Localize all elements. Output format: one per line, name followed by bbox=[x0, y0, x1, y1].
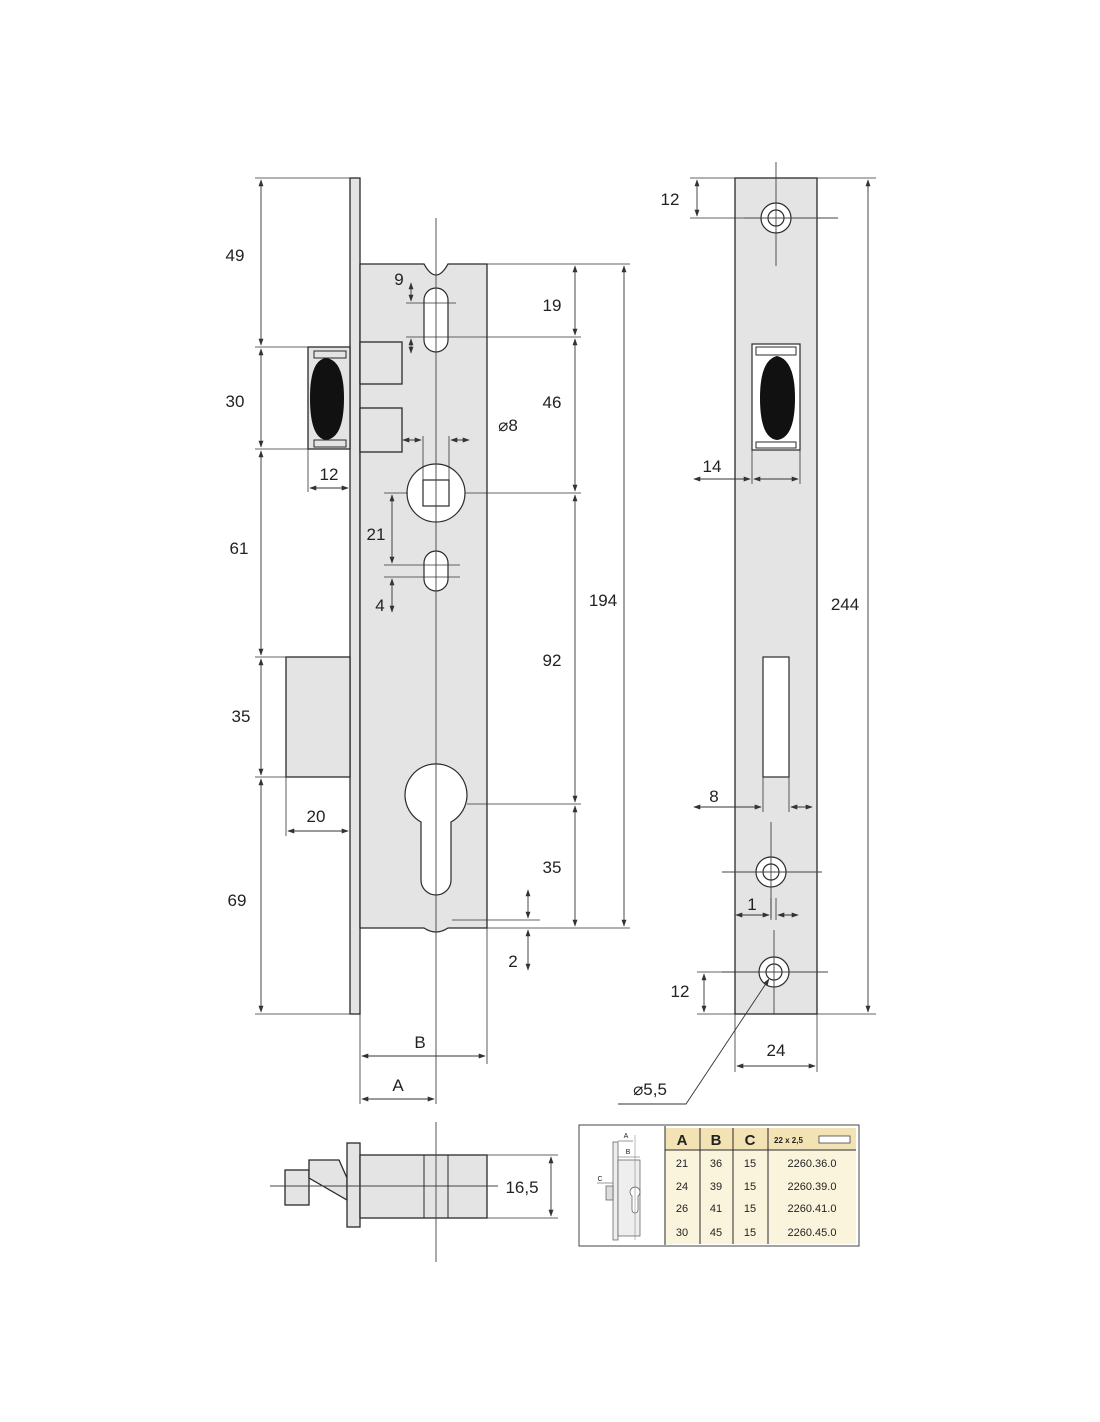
svg-text:2260.36.0: 2260.36.0 bbox=[788, 1158, 837, 1170]
mini-label-b: B bbox=[626, 1149, 631, 1156]
side-faceplate bbox=[734, 177, 818, 1015]
svg-text:39: 39 bbox=[710, 1181, 722, 1193]
dim-92: 92 bbox=[543, 651, 562, 670]
side-hole-diameter: ⌀5,5 bbox=[633, 1080, 667, 1099]
svg-text:30: 30 bbox=[676, 1227, 688, 1239]
table-row: 30 45 15 2260.45.0 bbox=[676, 1227, 837, 1239]
svg-text:15: 15 bbox=[744, 1158, 756, 1170]
dim-35-left: 35 bbox=[232, 707, 251, 726]
mini-label-c: C bbox=[597, 1176, 602, 1183]
side-dim-8: 8 bbox=[709, 787, 718, 806]
dim-61: 61 bbox=[230, 539, 249, 558]
svg-text:45: 45 bbox=[710, 1227, 722, 1239]
mini-label-a: A bbox=[624, 1133, 629, 1140]
svg-text:15: 15 bbox=[744, 1181, 756, 1193]
svg-text:15: 15 bbox=[744, 1203, 756, 1215]
dim-69: 69 bbox=[228, 891, 247, 910]
dim-2: 2 bbox=[508, 952, 517, 971]
svg-text:2260.41.0: 2260.41.0 bbox=[788, 1203, 837, 1215]
front-view: 49 30 61 35 69 12 20 9 ⌀8 21 4 bbox=[226, 177, 630, 1104]
dim-30: 30 bbox=[226, 392, 245, 411]
svg-text:24: 24 bbox=[676, 1181, 688, 1193]
dim-19: 19 bbox=[543, 296, 562, 315]
side-bolt-slot bbox=[762, 656, 790, 778]
deadbolt bbox=[285, 656, 351, 778]
svg-text:15: 15 bbox=[744, 1227, 756, 1239]
svg-text:26: 26 bbox=[676, 1203, 688, 1215]
table-row: 21 36 15 2260.36.0 bbox=[676, 1158, 837, 1170]
latch-oval bbox=[310, 358, 344, 440]
table-row: 24 39 15 2260.39.0 bbox=[676, 1181, 837, 1193]
reference-table: A B C A B C 22 x 2,5 21 36 15 2260.36.0 … bbox=[578, 1124, 860, 1247]
dim-9: 9 bbox=[394, 270, 403, 289]
table-mini-schematic: A B C bbox=[597, 1133, 641, 1241]
side-dim-24: 24 bbox=[767, 1041, 786, 1060]
label-b: B bbox=[414, 1033, 425, 1052]
side-dim-14: 14 bbox=[703, 457, 722, 476]
side-dim-244: 244 bbox=[831, 595, 859, 614]
faceplate bbox=[349, 177, 361, 1015]
dim-194: 194 bbox=[589, 591, 617, 610]
dim-46: 46 bbox=[543, 393, 562, 412]
table-row: 26 41 15 2260.41.0 bbox=[676, 1203, 837, 1215]
table-header-b: B bbox=[711, 1132, 722, 1149]
table-header-a: A bbox=[677, 1132, 688, 1149]
dim-12-latch: 12 bbox=[320, 465, 339, 484]
svg-text:36: 36 bbox=[710, 1158, 722, 1170]
svg-text:41: 41 bbox=[710, 1203, 722, 1215]
dim-square-8: ⌀8 bbox=[498, 416, 518, 435]
side-dim-12-bottom: 12 bbox=[671, 982, 690, 1001]
svg-text:2260.45.0: 2260.45.0 bbox=[788, 1227, 837, 1239]
dim-49: 49 bbox=[226, 246, 245, 265]
dim-20-bolt: 20 bbox=[307, 807, 326, 826]
svg-text:21: 21 bbox=[676, 1158, 688, 1170]
label-a: A bbox=[392, 1076, 404, 1095]
profile-icon bbox=[818, 1135, 851, 1144]
svg-text:2260.39.0: 2260.39.0 bbox=[788, 1181, 837, 1193]
side-dim-12-top: 12 bbox=[661, 190, 680, 209]
dim-4: 4 bbox=[375, 596, 384, 615]
table-size-label: 22 x 2,5 bbox=[774, 1136, 803, 1145]
side-dim-1: 1 bbox=[747, 895, 756, 914]
table-header-c: C bbox=[745, 1132, 756, 1149]
side-view: 12 14 8 1 12 24 244 ⌀5,5 bbox=[618, 162, 876, 1105]
bottom-dim-16-5: 16,5 bbox=[505, 1178, 538, 1197]
dim-21: 21 bbox=[367, 525, 386, 544]
bottom-view: 16,5 bbox=[270, 1122, 558, 1262]
dim-35-mid: 35 bbox=[543, 858, 562, 877]
